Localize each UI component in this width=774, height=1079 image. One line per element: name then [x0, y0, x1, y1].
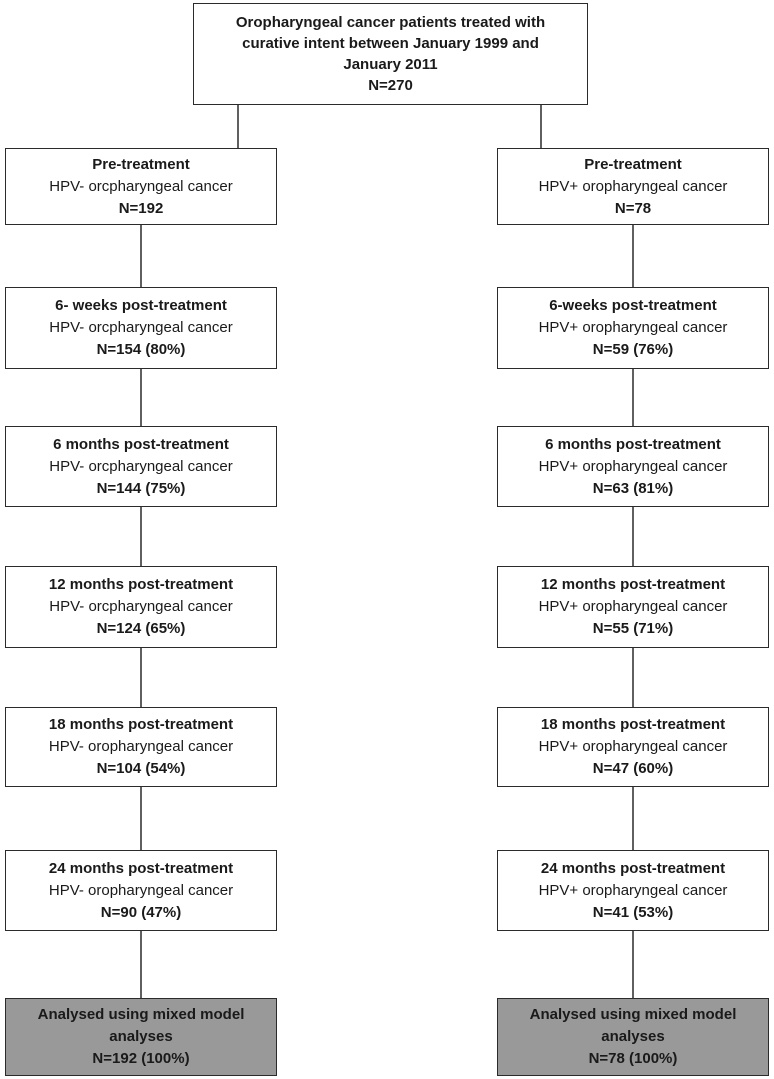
right-box-count: N=78 (100%) — [588, 1050, 678, 1067]
right-box-group: HPV+ oropharyngeal cancer — [538, 457, 728, 475]
left-box-count: N=124 (65%) — [96, 620, 186, 637]
left-box-group: HPV- orcpharyngeal cancer — [49, 598, 233, 615]
right-box-12-months: 12 months post-treatment HPV+ oropharyng… — [497, 566, 769, 648]
right-box-group: HPV+ oropharyngeal cancer — [538, 738, 728, 755]
right-box-group: HPV+ oropharyngeal cancer — [538, 881, 728, 899]
right-box-count: N=78 — [614, 199, 652, 217]
top-box-all-patients: Oropharyngeal cancer patients treated wi… — [193, 3, 588, 105]
top-box-line-2: curative intent between January 1999 and — [242, 35, 539, 52]
left-box-heading: 18 months post-treatment — [48, 716, 234, 733]
left-box-heading-cont: analyses — [109, 1028, 173, 1045]
left-box-count: N=192 — [118, 199, 164, 217]
top-box-line-3: January 2011 — [343, 56, 438, 73]
top-box-line-1: Oropharyngeal cancer patients treated wi… — [235, 14, 546, 31]
left-box-heading: 12 months post-treatment — [48, 576, 234, 593]
left-box-group: HPV- orcpharyngeal cancer — [49, 457, 233, 475]
right-box-heading-cont: analyses — [601, 1028, 665, 1045]
left-box-group: HPV- oropharyngeal cancer — [48, 738, 234, 755]
right-box-heading: 18 months post-treatment — [540, 716, 726, 733]
right-box-count: N=55 (71%) — [592, 620, 674, 637]
right-box-analysed: Analysed using mixed model analyses N=78… — [497, 998, 769, 1076]
right-box-group: HPV+ oropharyngeal cancer — [538, 319, 728, 336]
right-box-pre-treatment: Pre-treatment HPV+ oropharyngeal cancer … — [497, 148, 769, 225]
right-box-count: N=41 (53%) — [592, 903, 674, 921]
left-box-count: N=144 (75%) — [96, 479, 186, 497]
left-box-12-months: 12 months post-treatment HPV- orcpharyng… — [5, 566, 277, 648]
right-box-heading: Pre-treatment — [584, 155, 682, 173]
left-box-count: N=192 (100%) — [92, 1050, 190, 1067]
left-box-group: HPV- orcpharyngeal cancer — [49, 319, 233, 336]
left-box-analysed: Analysed using mixed model analyses N=19… — [5, 998, 277, 1076]
left-box-pre-treatment: Pre-treatment HPV- orcpharyngeal cancer … — [5, 148, 277, 225]
left-box-heading: 6- weeks post-treatment — [55, 297, 227, 314]
left-box-heading: Pre-treatment — [92, 155, 190, 173]
right-box-6-months: 6 months post-treatment HPV+ oropharynge… — [497, 426, 769, 507]
left-box-6-weeks: 6- weeks post-treatment HPV- orcpharynge… — [5, 287, 277, 369]
right-box-heading: Analysed using mixed model — [529, 1006, 737, 1023]
left-box-count: N=154 (80%) — [96, 341, 186, 358]
right-box-count: N=63 (81%) — [592, 479, 674, 497]
left-box-heading: 6 months post-treatment — [53, 435, 229, 453]
left-box-count: N=90 (47%) — [100, 903, 182, 921]
right-box-heading: 6-weeks post-treatment — [549, 297, 717, 314]
left-box-18-months: 18 months post-treatment HPV- oropharyng… — [5, 707, 277, 787]
right-box-heading: 24 months post-treatment — [540, 859, 726, 877]
right-box-6-weeks: 6-weeks post-treatment HPV+ oropharyngea… — [497, 287, 769, 369]
right-box-heading: 6 months post-treatment — [545, 435, 721, 453]
left-box-count: N=104 (54%) — [96, 760, 186, 777]
right-box-heading: 12 months post-treatment — [540, 576, 726, 593]
left-box-heading: Analysed using mixed model — [37, 1006, 245, 1023]
right-box-18-months: 18 months post-treatment HPV+ oropharyng… — [497, 707, 769, 787]
left-box-6-months: 6 months post-treatment HPV- orcpharynge… — [5, 426, 277, 507]
left-box-heading: 24 months post-treatment — [48, 859, 234, 877]
right-box-group: HPV+ oropharyngeal cancer — [538, 177, 728, 195]
left-box-group: HPV- orcpharyngeal cancer — [49, 177, 233, 195]
left-box-group: HPV- oropharyngeal cancer — [48, 881, 234, 899]
right-box-count: N=47 (60%) — [592, 760, 674, 777]
top-box-count: N=270 — [368, 77, 413, 94]
right-box-group: HPV+ oropharyngeal cancer — [538, 598, 728, 615]
right-box-count: N=59 (76%) — [592, 341, 674, 358]
right-box-24-months: 24 months post-treatment HPV+ oropharyng… — [497, 850, 769, 931]
left-box-24-months: 24 months post-treatment HPV- oropharyng… — [5, 850, 277, 931]
